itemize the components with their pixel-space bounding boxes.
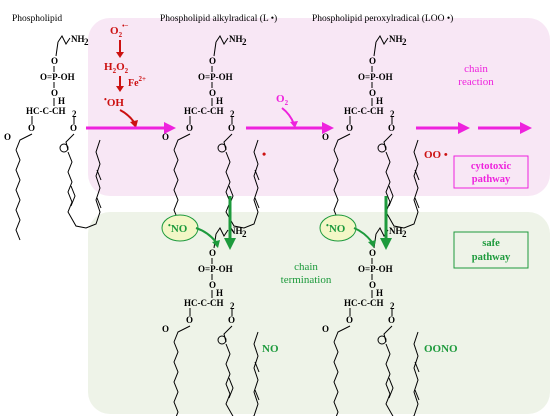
chain-termination-label-1: chain bbox=[294, 261, 318, 273]
arrowhead-oh-to-lipid bbox=[130, 120, 138, 128]
arrowhead-termination-2 bbox=[380, 238, 392, 250]
arrowhead-chain-1 bbox=[458, 122, 470, 134]
cytotoxic-label-2: pathway bbox=[472, 174, 511, 185]
safe-pathway-box bbox=[453, 231, 529, 269]
alkyl-radical-dot: • bbox=[262, 147, 266, 161]
arrow-oh-to-lipid bbox=[119, 109, 135, 123]
peroxynitrite-product-label: OONO bbox=[424, 343, 458, 355]
h2o2-label: H2O2 bbox=[104, 61, 129, 75]
nitric-oxide-label-2: •NO bbox=[326, 221, 346, 235]
arrowhead-o2 bbox=[290, 121, 298, 128]
arrow-no-1 bbox=[195, 227, 217, 243]
chain-reaction-label-2: reaction bbox=[458, 76, 494, 88]
superoxide-label: O2•− bbox=[110, 22, 129, 39]
safe-label-1: safe bbox=[482, 238, 500, 249]
chain-termination-label-2: termination bbox=[281, 274, 332, 286]
arrowhead-initiation bbox=[164, 122, 176, 134]
arrowhead-chain-2 bbox=[520, 122, 532, 134]
arrowhead-no-1 bbox=[212, 240, 220, 248]
cytotoxic-panel bbox=[88, 18, 550, 196]
cytotoxic-pathway-box bbox=[453, 155, 529, 189]
arrowhead-superoxide-h2o2 bbox=[116, 52, 124, 58]
header-alkylradical: Phospholipid alkylradical (L •) bbox=[160, 13, 277, 24]
safe-label-2: pathway bbox=[472, 252, 511, 263]
header-peroxylradical: Phospholipid peroxylradical (LOO •) bbox=[312, 13, 453, 24]
nitroso-product-label: NO bbox=[262, 343, 279, 355]
o2-label: O2 bbox=[276, 93, 289, 107]
hydroxyl-radical-label: •OH bbox=[104, 95, 124, 109]
safe-panel bbox=[88, 212, 550, 414]
arrowhead-no-2 bbox=[368, 240, 376, 248]
arrowhead-propagation bbox=[322, 122, 334, 134]
cytotoxic-label-1: cytotoxic bbox=[471, 161, 512, 172]
arrowhead-h2o2-oh bbox=[116, 86, 124, 92]
nitric-oxide-label-1: •NO bbox=[168, 221, 188, 235]
chain-reaction-label-1: chain bbox=[464, 63, 488, 75]
molecule-phospholipid bbox=[3, 33, 102, 241]
arrowhead-termination-1 bbox=[224, 238, 236, 250]
header-phospholipid: Phospholipid bbox=[12, 14, 62, 24]
peroxyl-radical-label: OO • bbox=[424, 149, 448, 161]
arrow-no-2 bbox=[353, 227, 373, 243]
fe-label: Fe2+ bbox=[128, 75, 146, 89]
